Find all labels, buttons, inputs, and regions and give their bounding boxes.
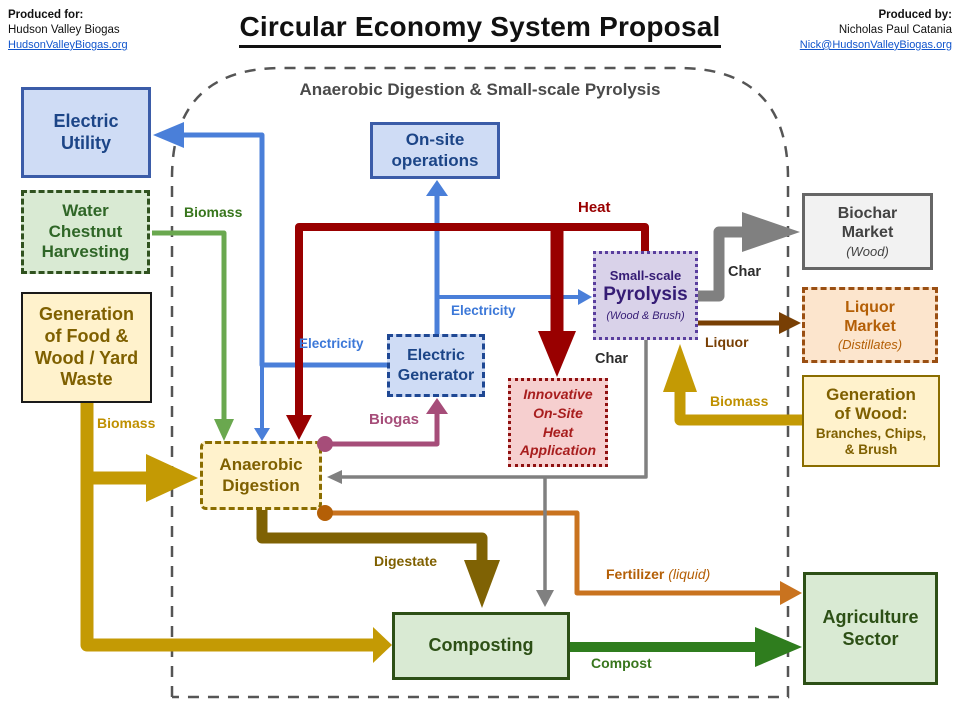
electricity-arrowhead-utility [153,122,184,148]
chestnut-biomass-path [152,230,227,421]
produced-by-heading: Produced by: [878,9,952,21]
heat-line-to-digestion [295,223,649,417]
produced-by-name: Nicholas Paul Catania [838,23,952,36]
node-composting[interactable]: Composting [392,612,570,680]
heat-arrowhead-digestion [286,415,312,440]
node-biochar-market[interactable]: Biochar Market (Wood) [802,193,933,270]
label-compost: Compost [591,655,652,671]
liquor-arrowhead [779,312,801,334]
compost-line [570,627,802,667]
electricity-line-to-utility [184,132,387,368]
char-line-to-digestion [341,340,648,479]
system-boundary-outline [170,66,790,699]
char-lines [327,212,800,607]
node-water-chestnut-harvesting[interactable]: Water Chestnut Harvesting [21,190,150,274]
fertilizer-arrowhead [780,581,802,605]
liquor-market-title: Liquor Market [844,298,896,335]
node-onsite-operations[interactable]: On-site operations [370,122,500,179]
node-agriculture-sector[interactable]: Agriculture Sector [803,572,938,685]
electricity-arrowhead-onsite [426,180,448,196]
node-generation-food-waste[interactable]: Generation of Food & Wood / Yard Waste [21,292,152,403]
label-fertilizer: Fertilizer (liquid) [606,566,710,582]
label-biomass-food: Biomass [97,415,156,431]
label-char-top: Char [728,264,762,280]
liquor-market-subtitle: (Distillates) [837,336,903,352]
produced-by-link[interactable]: Nick@HudsonValleyBiogas.org [799,38,952,51]
pyrolysis-subtitle: (Wood & Brush) [606,309,685,322]
char-arrowhead-composting [536,590,554,607]
biomass-line-to-pyrolysis [674,392,802,426]
digestate-line [256,508,500,608]
generation-wood-subtitle: Branches, Chips, & Brush [815,426,927,457]
node-electric-utility[interactable]: Electric Utility [21,87,151,178]
produced-for-name: Hudson Valley Biogas [8,23,120,36]
pyrolysis-title-line1: Small-scale [609,268,682,284]
electricity-arrowhead-pyrolysis [578,289,592,305]
biochar-market-subtitle: (Wood) [846,243,889,259]
biomass-arrowhead-composting [373,627,392,663]
label-electricity-left: Electricity [299,336,364,351]
label-biogas: Biogas [369,411,420,428]
biomass-arrowhead-pyrolysis [663,344,697,392]
produced-for-link[interactable]: HudsonValleyBiogas.org [8,38,128,51]
label-biomass-chestnut: Biomass [184,204,243,220]
biogas-junction-dot [317,436,333,452]
node-electric-generator[interactable]: Electric Generator [387,334,485,397]
fertilizer-junction-dot [317,505,333,521]
node-small-scale-pyrolysis[interactable]: Small-scale Pyrolysis (Wood & Brush) [593,251,698,340]
heat-lines [286,223,649,440]
node-anaerobic-digestion[interactable]: Anaerobic Digestion [200,441,322,510]
pyrolysis-title-line2: Pyrolysis [603,283,688,305]
node-liquor-market[interactable]: Liquor Market (Distillates) [802,287,938,363]
biomass-lines [80,344,802,663]
electricity-arrowhead-digestion [254,428,270,441]
compost-arrowhead [755,627,802,667]
label-electricity-right: Electricity [451,303,516,318]
digestate-arrowhead [464,560,500,608]
node-generation-wood[interactable]: Generation of Wood: Branches, Chips, & B… [802,375,940,467]
produced-for-heading: Produced for: [8,9,84,21]
label-liquor: Liquor [705,334,749,350]
chestnut-biomass-line [152,230,234,441]
label-digestate: Digestate [374,553,438,569]
biomass-arrowhead-digestion [146,454,198,502]
label-fertilizer-word: Fertilizer [606,566,665,582]
page-title: Circular Economy System Proposal [239,11,721,48]
generation-wood-title: Generation of Wood: [826,384,916,424]
biochar-market-title: Biochar Market [837,204,898,241]
fertilizer-line [330,510,802,605]
label-char-bottom: Char [595,351,629,367]
heat-arrowhead-application [538,331,576,377]
label-biomass-wood: Biomass [710,393,769,409]
produced-for-block: Produced for: Hudson Valley Biogas Hudso… [8,8,128,53]
electricity-lines [153,122,592,441]
char-arrowhead-biochar [742,212,800,252]
chestnut-biomass-arrowhead [214,419,234,441]
digestate-path [256,508,488,562]
char-line-to-biochar [698,226,744,302]
fertilizer-path [330,510,782,596]
biogas-arrowhead [426,398,448,414]
label-fertilizer-qualifier: (liquid) [668,566,711,582]
node-innovative-heat-application[interactable]: Innovative On-Site Heat Application [508,378,608,467]
liquor-line [698,312,801,334]
label-heat: Heat [578,199,611,216]
biogas-line [330,398,448,447]
biogas-path [330,414,440,447]
produced-by-block: Produced by: Nicholas Paul Catania Nick@… [800,8,952,53]
system-boundary-label: Anaerobic Digestion & Small-scale Pyroly… [299,80,661,99]
char-arrowhead-digestion [327,470,342,484]
